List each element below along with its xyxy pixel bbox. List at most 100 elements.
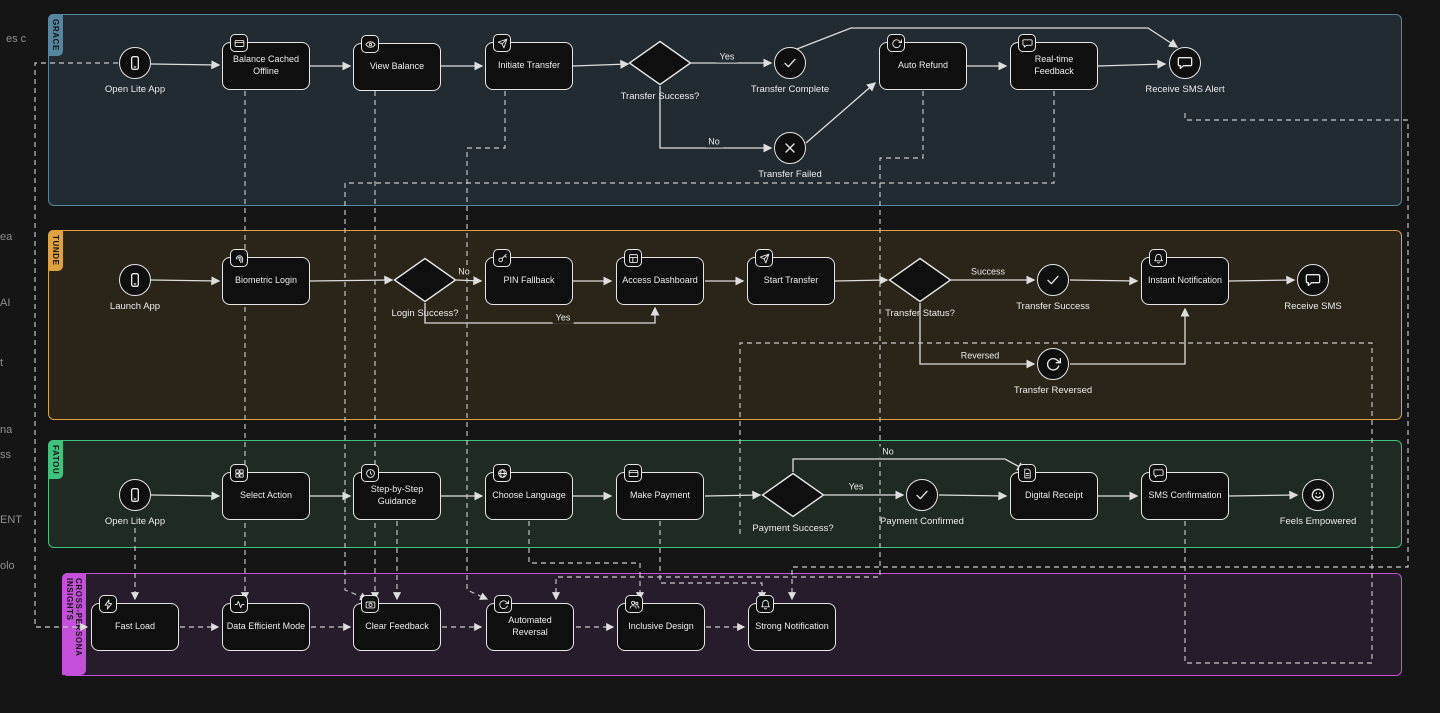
node-label: Initiate Transfer [497,60,561,71]
dashed-connector-42 [344,91,1055,601]
refresh-icon [891,38,902,49]
eye-icon [361,35,379,53]
node-transfer-complete[interactable] [774,47,806,79]
node-payment-success-decision[interactable] [761,472,825,518]
check-icon [1045,272,1061,288]
node-label: Biometric Login [234,275,298,286]
node-real-time-feedback[interactable]: Real-time Feedback [1010,34,1098,90]
edge-label: No [455,266,473,278]
smile-icon [1310,487,1326,503]
send-icon [759,253,770,264]
clipped-text-fragment: t [0,357,4,369]
node-initiate-transfer[interactable]: Initiate Transfer [485,34,573,90]
node-label: Open Lite App [104,516,166,527]
chat-icon [1022,38,1033,49]
edge-label: Reversed [957,350,1003,362]
refresh-icon [887,34,905,52]
node-label: Select Action [239,490,293,501]
node-instant-notification[interactable]: Instant Notification [1141,249,1229,305]
node-view-balance[interactable]: View Balance [353,35,441,91]
node-clear-feedback[interactable]: Clear Feedback [353,595,441,651]
camera-icon [361,595,379,613]
users-icon [629,599,640,610]
refresh-icon [1045,356,1061,372]
node-automated-reversal[interactable]: Automated Reversal [486,595,574,651]
activity-icon [234,599,245,610]
node-label: Inclusive Design [628,621,694,632]
node-select-action[interactable]: Select Action [222,464,310,520]
node-label: Real-time Feedback [1034,54,1074,76]
node-fast-load[interactable]: Fast Load [91,595,179,651]
dashed-connector-47 [659,521,767,601]
node-transfer-success[interactable] [1037,264,1069,296]
node-sms-confirmation[interactable]: SMS Confirmation [1141,464,1229,520]
send-icon [755,249,773,267]
node-receive-sms[interactable] [1297,264,1329,296]
node-open-lite-app-grace[interactable] [119,47,151,79]
key-icon [497,253,508,264]
clipped-text-fragment: na [0,424,13,436]
node-label: Transfer Complete [750,84,830,95]
doc-icon [1022,468,1033,479]
node-transfer-failed[interactable] [774,132,806,164]
node-balance-cached-offline[interactable]: Balance Cached Offline [222,34,310,90]
dashed-connector-46 [528,521,645,601]
node-login-success-decision[interactable] [393,257,457,303]
chat-icon [1018,34,1036,52]
node-payment-confirmed[interactable] [906,479,938,511]
lane-label-fatou: FATOU [48,440,63,480]
node-transfer-status-decision[interactable] [888,257,952,303]
node-transfer-reversed[interactable] [1037,348,1069,380]
chat-icon [1177,55,1193,71]
lane-label-tunde: TUNDE [48,230,63,271]
node-label: Make Payment [629,490,691,501]
node-open-lite-app-fatou[interactable] [119,479,151,511]
grid-icon [234,468,245,479]
node-label: Payment Confirmed [880,516,964,527]
diamond-shape [628,40,692,86]
connector-5 [659,86,773,153]
node-access-dashboard[interactable]: Access Dashboard [616,249,704,305]
edge-label: Yes [716,51,738,63]
node-inclusive-design[interactable]: Inclusive Design [617,595,705,651]
connector-6 [805,82,877,144]
globe-icon [493,464,511,482]
bell-icon [760,599,771,610]
doc-icon [1018,464,1036,482]
node-label: Data Efficient Mode [226,621,306,632]
node-make-payment[interactable]: Make Payment [616,464,704,520]
phone-icon [127,487,143,503]
node-auto-refund[interactable]: Auto Refund [879,34,967,90]
bell-icon [1153,253,1164,264]
key-icon [493,249,511,267]
node-digital-receipt[interactable]: Digital Receipt [1010,464,1098,520]
fingerprint-icon [234,253,245,264]
connector-19 [1228,275,1296,285]
node-label: Launch App [109,301,161,312]
node-step-by-step-guidance[interactable]: Step-by-Step Guidance [353,464,441,520]
node-receive-sms-alert[interactable] [1169,47,1201,79]
node-label: Access Dashboard [622,275,698,286]
send-icon [493,34,511,52]
node-launch-app[interactable] [119,264,151,296]
node-start-transfer[interactable]: Start Transfer [747,249,835,305]
diamond-shape [393,257,457,303]
node-label: Start Transfer [763,275,819,286]
users-icon [625,595,643,613]
node-label: Transfer Reversed [1013,385,1093,396]
node-data-efficient-mode[interactable]: Data Efficient Mode [222,595,310,651]
node-biometric-login[interactable]: Biometric Login [222,249,310,305]
node-transfer-success-decision[interactable] [628,40,692,86]
edge-label: Yes [552,312,574,324]
connector-18 [1069,276,1139,286]
node-label: Step-by-Step Guidance [370,484,424,506]
node-feels-empowered[interactable] [1302,479,1334,511]
node-pin-fallback[interactable]: PIN Fallback [485,249,573,305]
node-choose-language[interactable]: Choose Language [485,464,573,520]
node-label: Clear Feedback [365,621,429,632]
bell-icon [1149,249,1167,267]
camera-icon [365,599,376,610]
node-strong-notification[interactable]: Strong Notification [748,595,836,651]
connector-21 [1070,307,1190,365]
